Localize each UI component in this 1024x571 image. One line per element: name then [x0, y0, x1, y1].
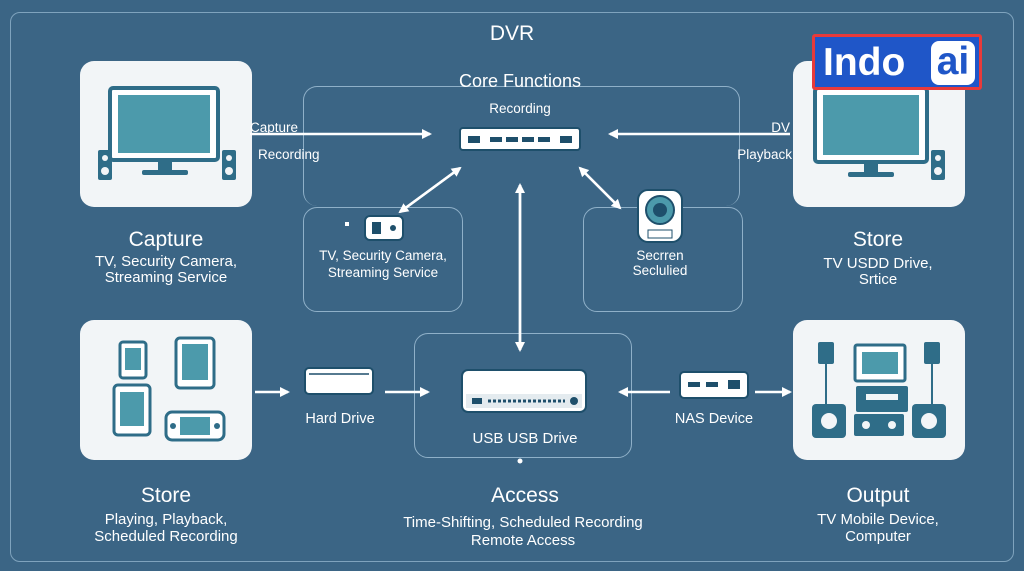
capture-title: Capture	[128, 228, 204, 251]
arrow-label-recording: Recording	[258, 147, 320, 162]
store-left-line-2: Scheduled Recording	[94, 528, 238, 545]
speaker-icon	[98, 150, 236, 180]
access-panel	[414, 333, 632, 458]
remote-icon	[345, 215, 404, 241]
monitor-icon	[813, 86, 929, 177]
camera-line-2: Seclulied	[632, 263, 688, 278]
phone-icon	[118, 340, 148, 380]
tablet-icon	[174, 336, 216, 390]
store-right-title: Store	[852, 228, 904, 251]
diagram-title: DVR	[489, 22, 535, 45]
access-title: Access	[491, 484, 559, 507]
store-left-line-1: Playing, Playback,	[104, 511, 228, 528]
output-line-1: TV Mobile Device,	[817, 511, 939, 528]
nas-icon	[679, 371, 749, 399]
arrow-label-dv: DV	[771, 120, 790, 135]
hard-drive-icon	[304, 367, 374, 395]
nas-label: NAS Device	[674, 411, 754, 427]
capture-line-1: TV, Security Camera,	[95, 253, 237, 270]
core-functions-title: Core Functions	[458, 71, 582, 91]
hard-drive-label: Hard Drive	[305, 411, 375, 427]
store-right-line-2: Srtice	[858, 271, 898, 288]
source-line-2: Streaming Service	[327, 265, 439, 280]
outer-frame	[10, 12, 1014, 562]
usb-drive-label: USB USB Drive	[472, 430, 578, 447]
home-theater-icon	[812, 342, 946, 438]
dvr-box-icon	[461, 369, 587, 413]
capture-line-2: Streaming Service	[104, 269, 228, 286]
store-left-title: Store	[140, 484, 192, 507]
output-line-2: Computer	[845, 528, 911, 545]
arrow-label-capture: Capture	[250, 120, 299, 135]
source-line-1: TV, Security Camera,	[319, 248, 447, 263]
access-line-1: Time-Shifting, Scheduled Recording	[403, 514, 643, 531]
access-line-2: Remote Access	[470, 532, 576, 549]
output-title: Output	[846, 484, 910, 507]
indoai-logo: Indo ai	[812, 34, 982, 90]
logo-mark: ai	[931, 41, 975, 85]
store-right-line-1: TV USDD Drive,	[823, 255, 933, 272]
speaker-icon	[931, 150, 945, 180]
monitor-icon	[108, 86, 220, 175]
arrow-label-playback: Playback	[737, 147, 792, 162]
phone-icon	[112, 383, 152, 437]
source-panel	[303, 207, 463, 312]
dvr-box-icon	[459, 127, 581, 151]
security-camera-icon	[637, 189, 683, 243]
logo-text: Indo	[823, 41, 906, 84]
core-functions-subtitle: Recording	[489, 101, 551, 116]
handheld-console-icon	[164, 410, 226, 442]
core-functions-panel	[303, 86, 740, 206]
camera-line-1: Secrren	[636, 248, 684, 263]
